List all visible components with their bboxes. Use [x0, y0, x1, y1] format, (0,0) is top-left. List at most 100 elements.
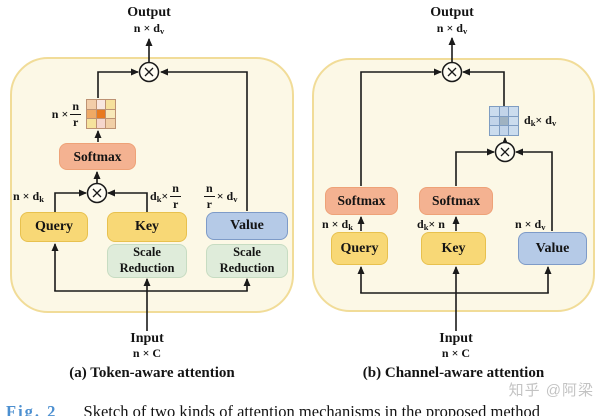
dim-text: n × C — [441, 346, 471, 360]
fraction-numerator: n — [204, 181, 215, 197]
dim-text: n × — [51, 107, 69, 121]
dim-text: n × d — [133, 21, 160, 35]
softmax-box-a: Softmax — [59, 143, 136, 170]
fraction-denominator: r — [172, 197, 179, 211]
dim-text: n × d — [322, 217, 349, 231]
key-box-a: Key — [107, 212, 187, 242]
dim-sub: v — [462, 25, 468, 36]
output-label-a: Output — [127, 5, 171, 20]
matrix-cell — [490, 116, 499, 126]
matrix-cell — [87, 119, 96, 128]
fraction-numerator: n — [170, 181, 181, 197]
dim-sub: k — [348, 221, 353, 232]
softmax-key-box-b: Softmax — [419, 187, 493, 215]
dim-text: d — [524, 113, 531, 127]
matrix-cell — [499, 107, 509, 116]
scale-line2: Reduction — [119, 261, 175, 275]
attention-matrix-b — [489, 106, 519, 136]
matrix-cell — [490, 126, 499, 135]
dim-sub: v — [551, 117, 557, 128]
arrow-a-key-to-matmul — [107, 189, 148, 212]
caption-a: (a) Token-aware attention — [69, 365, 235, 381]
query-box-a: Query — [20, 212, 88, 242]
softmax-query-box-b: Softmax — [325, 187, 398, 215]
dim-text: × d — [535, 113, 552, 127]
dim-sub: k — [423, 221, 429, 232]
scale-line2: Reduction — [219, 261, 275, 275]
watermark: 知乎 @阿梁 — [508, 382, 594, 399]
matmul-icon — [441, 61, 463, 83]
dim-text: n × d — [515, 217, 542, 231]
dim-text: n × C — [132, 346, 162, 360]
input-dim-a: n × C — [107, 347, 187, 359]
dim-sub: k — [39, 193, 44, 204]
caption-b: (b) Channel-aware attention — [362, 365, 545, 381]
matrix-cell — [96, 119, 106, 128]
matrix-cell — [96, 100, 106, 109]
scale-reduction-value-box: Scale Reduction — [206, 244, 288, 278]
matrix-cell — [106, 109, 115, 119]
matrix-cell — [490, 107, 499, 116]
figure-caption-row: Fig. 2 Sketch of two kinds of attention … — [6, 402, 540, 416]
arrow-a-value-to-matmul — [160, 68, 248, 211]
dim-text: × n — [428, 217, 445, 231]
dim-text: n × d — [436, 21, 463, 35]
arrow-a-matrix-to-matmul — [97, 68, 139, 98]
matrix-cell — [509, 107, 518, 116]
dim-sub: k — [530, 117, 536, 128]
figure-number: Fig. 2 — [6, 402, 58, 416]
dim-text: d — [417, 217, 424, 231]
dim-sub: v — [541, 221, 546, 232]
arrow-b-softmaxk-to-matmul2 — [455, 148, 495, 186]
dim-text: × d — [216, 189, 234, 203]
matrix-cell — [499, 126, 509, 135]
matmul-icon — [494, 141, 516, 163]
matrix-cell — [96, 109, 106, 119]
input-dim-b: n × C — [416, 347, 496, 359]
dim-text: n × d — [13, 189, 40, 203]
arrow-b-value-to-matmul2 — [515, 148, 553, 231]
value-box-b: Value — [518, 232, 587, 265]
matrix-cell — [106, 119, 115, 128]
dim-text: d — [150, 189, 157, 203]
arrow-a-query-to-matmul — [54, 189, 87, 212]
dim-text: × — [161, 189, 169, 203]
input-label-a: Input — [130, 331, 164, 346]
matrix-cell — [509, 126, 518, 135]
input-label-b: Input — [439, 331, 473, 346]
matrix-cell — [499, 116, 509, 126]
dim-sub: v — [159, 25, 165, 36]
arrow-b-softmaxq-to-matmul1 — [360, 68, 442, 186]
matrix-cell — [87, 109, 96, 119]
value-box-a: Value — [206, 212, 288, 240]
figure-caption-text: Sketch of two kinds of attention mechani… — [83, 402, 540, 416]
scale-line1: Scale — [233, 245, 261, 260]
dim-sub: v — [233, 193, 238, 204]
matmul-icon — [86, 182, 108, 204]
key-box-b: Key — [421, 232, 486, 265]
fraction-denominator: r — [206, 197, 212, 211]
arrow-b-matrix-to-matmul1 — [462, 68, 505, 106]
output-label-b: Output — [430, 5, 474, 20]
matrix-cell — [106, 100, 115, 109]
fraction-numerator: n — [70, 99, 81, 115]
matrix-cell — [87, 100, 96, 109]
dim-sub: k — [156, 193, 162, 204]
scale-line1: Scale — [133, 245, 161, 260]
matrix-cell — [509, 116, 518, 126]
